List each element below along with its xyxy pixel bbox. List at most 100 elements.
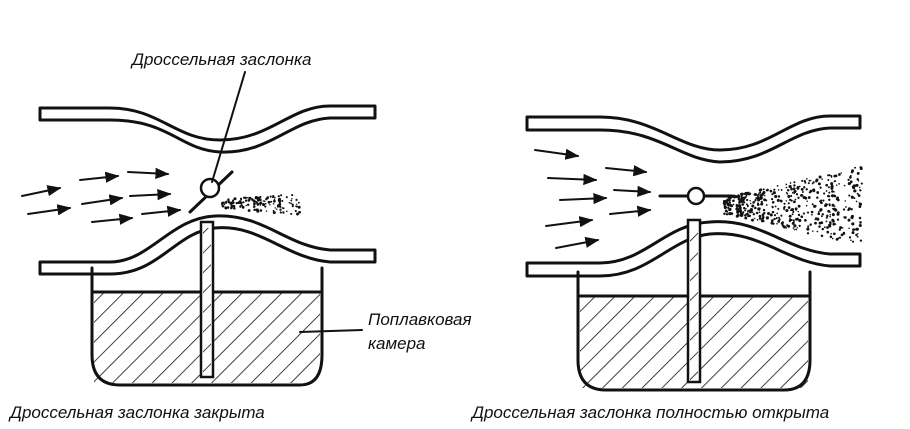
spray-dot bbox=[848, 236, 852, 239]
spray-dot bbox=[222, 205, 225, 208]
spray-dot bbox=[277, 199, 280, 202]
spray-dot bbox=[749, 208, 753, 212]
spray-dot bbox=[274, 207, 276, 209]
spray-dot bbox=[792, 200, 796, 204]
spray-dot bbox=[859, 166, 862, 169]
spray-dot bbox=[850, 239, 852, 242]
spray-dot bbox=[798, 218, 802, 223]
spray-dot bbox=[835, 184, 838, 186]
spray-dot bbox=[728, 213, 731, 216]
spray-dot bbox=[806, 227, 810, 231]
spray-dot bbox=[793, 181, 796, 184]
spray-dot bbox=[761, 217, 764, 220]
spray-dot bbox=[740, 194, 743, 197]
spray-dot bbox=[859, 221, 862, 224]
spray-dot bbox=[833, 194, 837, 198]
spray-dot bbox=[777, 207, 780, 210]
spray-dot bbox=[765, 216, 769, 220]
spray-dot bbox=[793, 189, 797, 193]
spray-dot bbox=[792, 227, 795, 229]
spray-dot bbox=[759, 196, 763, 200]
spray-dot bbox=[809, 189, 813, 193]
spray-dot bbox=[232, 199, 235, 202]
spray-dot bbox=[811, 203, 814, 206]
spray-dot bbox=[828, 191, 831, 194]
spray-dot bbox=[821, 227, 825, 231]
spray-dot bbox=[812, 230, 814, 232]
spray-dot bbox=[745, 207, 747, 210]
spray-dot bbox=[257, 208, 259, 211]
spray-dot bbox=[825, 190, 828, 192]
spray-dot bbox=[833, 205, 836, 207]
spray-dot bbox=[832, 212, 834, 215]
float-chamber-leader-line bbox=[299, 329, 363, 333]
spray-dot bbox=[795, 209, 798, 211]
spray-dot bbox=[745, 194, 748, 197]
spray-dot bbox=[796, 186, 800, 190]
spray-dot bbox=[771, 206, 774, 209]
spray-dot bbox=[262, 200, 264, 202]
spray-dot bbox=[853, 189, 856, 193]
throttle-valve-open bbox=[658, 186, 734, 206]
spray-dot bbox=[739, 211, 742, 214]
spray-dot bbox=[827, 194, 830, 198]
spray-dot bbox=[731, 195, 735, 198]
caption-closed: Дроссельная заслонка закрыта bbox=[8, 403, 265, 422]
spray-dot bbox=[231, 201, 235, 205]
spray-dot bbox=[820, 215, 823, 218]
spray-dot bbox=[850, 180, 853, 183]
spray-dot bbox=[856, 192, 859, 195]
spray-dot bbox=[851, 240, 855, 243]
spray-dot bbox=[830, 175, 833, 177]
spray-dot bbox=[848, 227, 850, 230]
spray-dot bbox=[255, 201, 258, 204]
spray-dot bbox=[744, 191, 748, 195]
spray-dot bbox=[830, 186, 834, 190]
spray-dot bbox=[851, 231, 855, 235]
spray-dot bbox=[244, 199, 248, 202]
spray-dot bbox=[797, 213, 801, 217]
spray-dot bbox=[248, 196, 252, 200]
float-chamber-open bbox=[576, 270, 812, 392]
spray-dot bbox=[269, 203, 271, 206]
spray-dot bbox=[850, 208, 853, 211]
spray-dot bbox=[794, 218, 798, 221]
spray-dot bbox=[279, 211, 282, 214]
spray-dot bbox=[815, 217, 818, 220]
spray-dot bbox=[791, 213, 794, 216]
spray-dot bbox=[833, 190, 835, 193]
spray-dot bbox=[792, 219, 795, 222]
spray-dot bbox=[742, 211, 745, 214]
spray-dot bbox=[801, 179, 804, 182]
spray-dot bbox=[740, 214, 743, 218]
spray-dot bbox=[791, 191, 794, 194]
spray-dot bbox=[247, 199, 251, 202]
spray-dot bbox=[775, 217, 778, 220]
spray-dot bbox=[816, 191, 820, 194]
throttle-leader-line bbox=[211, 71, 246, 183]
spray-dot bbox=[858, 216, 862, 220]
spray-dot bbox=[727, 198, 731, 202]
spray-dot bbox=[785, 191, 788, 194]
spray-dot bbox=[749, 202, 752, 205]
spray-dot bbox=[793, 184, 796, 187]
spray-dot bbox=[827, 186, 830, 189]
spray-dot bbox=[847, 178, 850, 182]
spray-dot bbox=[755, 211, 759, 215]
spray-dot bbox=[291, 205, 294, 208]
spray-dot bbox=[834, 180, 837, 183]
spray-dot bbox=[264, 202, 267, 205]
spray-dot bbox=[822, 199, 825, 202]
spray-dot bbox=[850, 216, 854, 219]
spray-dot bbox=[272, 211, 276, 215]
spray-dot bbox=[278, 203, 282, 206]
spray-dot bbox=[771, 201, 775, 204]
spray-dot bbox=[785, 200, 788, 202]
spray-dot bbox=[758, 211, 761, 213]
spray-dot bbox=[756, 196, 760, 200]
spray-dot bbox=[742, 196, 746, 200]
spray-dot bbox=[762, 191, 766, 194]
spray-dot bbox=[239, 205, 242, 208]
spray-dot bbox=[767, 212, 770, 215]
spray-dot bbox=[741, 203, 745, 206]
